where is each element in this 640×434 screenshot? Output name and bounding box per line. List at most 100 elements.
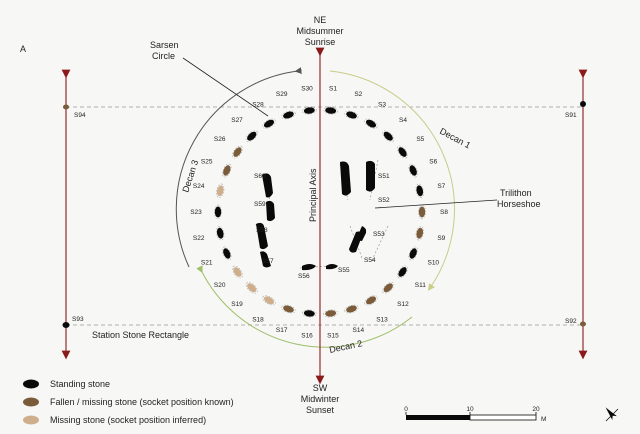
sarsen-stone-s4 [383, 131, 393, 141]
station-rectangle-label: Station Stone Rectangle [92, 330, 189, 340]
sarsen-stone-s27 [247, 131, 257, 141]
stone-outline [216, 183, 225, 198]
decan-2-arc [196, 265, 413, 348]
sarsen-stone-s12 [383, 283, 393, 293]
bottom-direction-label: SW Midwinter Sunset [301, 383, 340, 415]
stone-outline [344, 304, 359, 314]
station-stone-marker [62, 322, 70, 328]
trilithon-callout: Trilithon Horseshoe [374, 188, 541, 209]
scale-tick: 10 [466, 406, 474, 413]
stone-outline [382, 130, 395, 142]
sarsen-stone-label: S13 [376, 316, 388, 323]
trilithon-stone-S60 [262, 173, 273, 198]
sarsen-stone-label: S20 [214, 282, 226, 289]
stone-outline [382, 282, 395, 294]
decan-arcs [175, 67, 455, 348]
trilithon-stone-label: S54 [364, 257, 376, 264]
stone-outline [415, 183, 424, 198]
svg-text:Midwinter: Midwinter [301, 394, 340, 404]
sarsen-stone-label: S21 [201, 259, 213, 266]
trilithon-stone-label: S60 [254, 173, 266, 180]
station-stone-label: S92 [565, 318, 577, 325]
scale-bar: 0 10 20 M [404, 406, 546, 423]
sarsen-stone-s23 [214, 206, 222, 218]
sarsen-stone-s30 [303, 107, 315, 114]
sarsen-stone-s13 [365, 296, 377, 305]
legend-label: Missing stone (socket position inferred) [50, 415, 206, 425]
stone-outline [415, 226, 424, 241]
decan-2-label: Decan 2 [328, 338, 363, 355]
sarsen-stone-s21 [223, 248, 231, 259]
trilithon-stone-S59 [266, 200, 275, 222]
svg-text:Sunrise: Sunrise [305, 37, 336, 47]
sarsen-stone-s11 [398, 267, 407, 277]
sarsen-stone-label: S19 [231, 301, 243, 308]
trilithon-horseshoe [256, 160, 375, 271]
decan-3-arc [175, 67, 302, 268]
stone-outline [214, 204, 222, 220]
stone-outline [408, 246, 418, 261]
outer-vertical-arrows [61, 69, 588, 360]
svg-text:Sarsen: Sarsen [150, 40, 179, 50]
stone-outline [364, 295, 378, 306]
sarsen-stone-s3 [365, 119, 377, 128]
legend-swatch-fallen [23, 397, 39, 407]
stone-outline [222, 246, 232, 261]
stone-outline [232, 145, 243, 159]
stone-outline [323, 106, 338, 115]
sarsen-stone-s28 [263, 119, 275, 128]
stone-outline [397, 265, 408, 279]
sarsen-stone-label: S2 [354, 91, 362, 98]
sarsen-stone-label: S14 [353, 327, 365, 334]
sarsen-circle-callout: Sarsen Circle [150, 40, 269, 117]
sarsen-stone-label: S18 [252, 316, 264, 323]
sarsen-stone-label: S30 [301, 86, 313, 93]
trilithon-stone-label: S59 [254, 201, 266, 208]
stone-outline [216, 226, 225, 241]
sarsen-stone-label: S9 [437, 235, 445, 242]
sarsen-stone-s25 [223, 165, 231, 176]
scale-tick: 0 [404, 406, 408, 413]
sarsen-stone-label: S28 [252, 102, 264, 109]
legend-swatch-standing [23, 379, 39, 389]
trilithon-stone-label: S58 [256, 227, 268, 234]
trilithon-stone-S56 [302, 264, 316, 271]
svg-text:Circle: Circle [152, 51, 175, 61]
sarsen-stone-s16 [303, 310, 315, 317]
sarsen-stone-label: S8 [440, 209, 448, 216]
sarsen-stone-s26 [233, 147, 242, 157]
sarsen-stone-label: S24 [193, 183, 205, 190]
trilithon-stone-S53 [357, 226, 367, 241]
sarsen-stone-s20 [233, 267, 242, 277]
trilithon-stone-S55 [326, 264, 338, 270]
trilithon-stone-label: S53 [373, 231, 385, 238]
sarsen-stone-label: S25 [201, 159, 213, 166]
station-stone-marker [63, 104, 69, 110]
sarsen-stone-label: S10 [427, 259, 439, 266]
stone-outline [232, 265, 243, 279]
stone-outline [281, 110, 296, 120]
sarsen-stone-label: S1 [329, 86, 337, 93]
station-stone-marker [580, 321, 586, 327]
sarsen-stone-s19 [247, 283, 257, 293]
svg-text:NE: NE [314, 15, 327, 25]
sarsen-stone-s7 [416, 185, 424, 197]
trilithon-stone-label: S52 [378, 197, 390, 204]
trilithon-labels: S51 S52 S53 S54 S55 S56 S57 S58 S59 S60 [254, 173, 390, 280]
station-stone-rectangle [66, 106, 583, 326]
sarsen-stone-label: S4 [399, 117, 407, 124]
sarsen-stone-s15 [325, 310, 337, 317]
scale-tick: 20 [532, 406, 540, 413]
svg-text:Midsummer: Midsummer [296, 26, 343, 36]
sarsen-stone-s24 [216, 185, 224, 197]
sarsen-circle [214, 106, 426, 318]
station-stone-marker [580, 101, 586, 107]
stone-outline [262, 295, 276, 306]
sarsen-stone-label: S6 [429, 159, 437, 166]
stone-outline [364, 118, 378, 129]
sarsen-stone-label: S22 [193, 235, 205, 242]
sarsen-stone-s17 [283, 305, 294, 313]
sarsen-stone-s1 [325, 107, 337, 114]
sarsen-stone-label: S23 [190, 209, 202, 216]
